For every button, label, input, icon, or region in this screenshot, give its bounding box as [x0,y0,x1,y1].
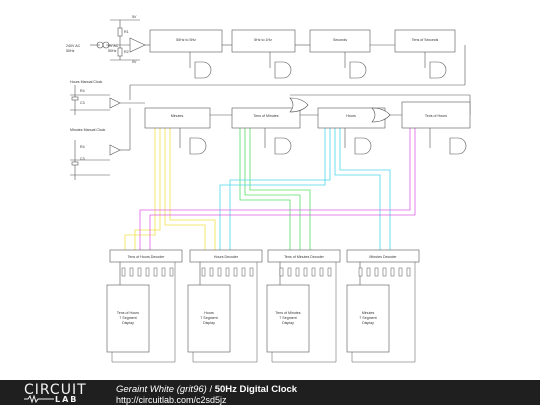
transformer [96,41,110,49]
decoder-tens-minutes [267,249,341,263]
r2-label: R2 [124,50,129,54]
decoder-tens-hours-label: Tens of Hours Decoder [128,255,166,259]
and-gate-1 [194,61,212,79]
or-gate-2 [371,107,391,123]
display-hours [187,284,231,353]
decoder-minutes-label: Minutes Decoder [369,255,397,259]
counter-tens-minutes-label: Tens of Minutes [253,114,278,118]
counter-div1-label: 50Hz to 5Hz [176,38,196,42]
counter-tens-seconds [394,29,456,53]
author-link[interactable]: Geraint White (grit96) [116,384,207,395]
and-gate-5 [189,137,207,155]
counter-tens-seconds-label: Tens of Seconds [412,38,439,42]
footer-byline: Geraint White (grit96) / 50Hz Digital Cl… [116,384,297,395]
buffer-2 [109,144,121,156]
display-tens-minutes [266,284,310,353]
c3-label-2: C3 [80,157,85,161]
resistor-r1 [117,27,123,37]
display-minutes-line1: Minutes [362,311,375,315]
display-minutes-line2: 7 Segment [359,316,376,320]
byline-separator: / [206,384,215,395]
counter-minutes-label: Minutes [171,114,184,118]
display-tens-hours-line1: Tens of Hours [117,311,139,315]
r4-label-1: R4 [80,89,85,93]
circuitlab-logo[interactable]: CIRCUIT [24,382,87,398]
decoder-hours-label: Hours Decoder [214,255,239,259]
and-gate-2 [274,61,292,79]
display-tens-minutes-line2: 7 Segment [279,316,296,320]
logo-text-bottom: LAB [55,395,79,404]
and-gate-7 [354,137,372,155]
decoder-tens-minutes-label: Tens of Minutes Decoder [284,255,325,259]
display-hours-line3: Display [203,321,215,325]
logo-text-top: CIRCUIT [24,382,87,398]
decoder-tens-hours [109,249,183,263]
display-tens-hours [106,284,150,353]
schematic-canvas: 240V AC 50Hz 9V AC 50Hz R1 R2 5V 0V 50Hz… [66,15,471,363]
display-tens-hours-line3: Display [122,321,134,325]
display-tens-hours-line2: 7 Segment [119,316,136,320]
counter-seconds [309,29,371,53]
c3-label-1: C3 [80,101,85,105]
display-minutes [346,284,390,353]
decoder-hours [189,249,263,263]
hours-manual-label: Hours Manual Clock [70,80,103,84]
display-minutes-line3: Display [362,321,374,325]
resistor-r2 [117,47,123,57]
and-gate-3 [349,61,367,79]
counter-div2 [231,29,296,53]
and-gate-8 [449,137,467,155]
counter-tens-hours [401,101,471,129]
or-gate-1 [289,97,309,113]
v5-label: 5V [132,15,137,19]
counter-tens-minutes [231,107,301,129]
buffer-1 [109,97,121,109]
decoder-minutes [346,249,420,263]
counter-minutes [144,107,211,129]
freq-label: 50Hz [66,49,75,53]
counter-div1 [149,29,223,53]
sec-freq-label: 50Hz [108,49,117,53]
counter-seconds-label: Seconds [333,38,347,42]
and-gate-6 [274,137,292,155]
pushbutton-hours [71,96,79,101]
counter-div2-label: 5Hz to 1Hz [254,38,272,42]
r1-label: R1 [124,30,129,34]
display-tens-minutes-line3: Display [282,321,294,325]
circuit-title: 50Hz Digital Clock [214,384,298,395]
pushbutton-minutes [71,161,79,166]
minutes-manual-label: Minutes Manual Clock [70,128,106,132]
display-hours-line2: 7 Segment [200,316,217,320]
sec-label: 9V AC [108,44,119,48]
footer-bar: CIRCUIT LAB Geraint White (grit96) / 50H… [0,380,540,405]
logo-wave-icon [24,395,54,403]
counter-hours-label: Hours [346,114,356,118]
and-gate-4 [429,61,447,79]
r4-label-2: R4 [80,145,85,149]
display-tens-minutes-line1: Tens of Minutes [275,311,300,315]
counter-tens-hours-label: Tens of Hours [425,114,447,118]
comparator [129,37,146,53]
vin-label: 240V AC [66,44,81,48]
v0-label: 0V [132,60,137,64]
circuit-url-link[interactable]: http://circuitlab.com/c2sd5jz [116,395,227,405]
display-hours-line1: Hours [204,311,214,315]
